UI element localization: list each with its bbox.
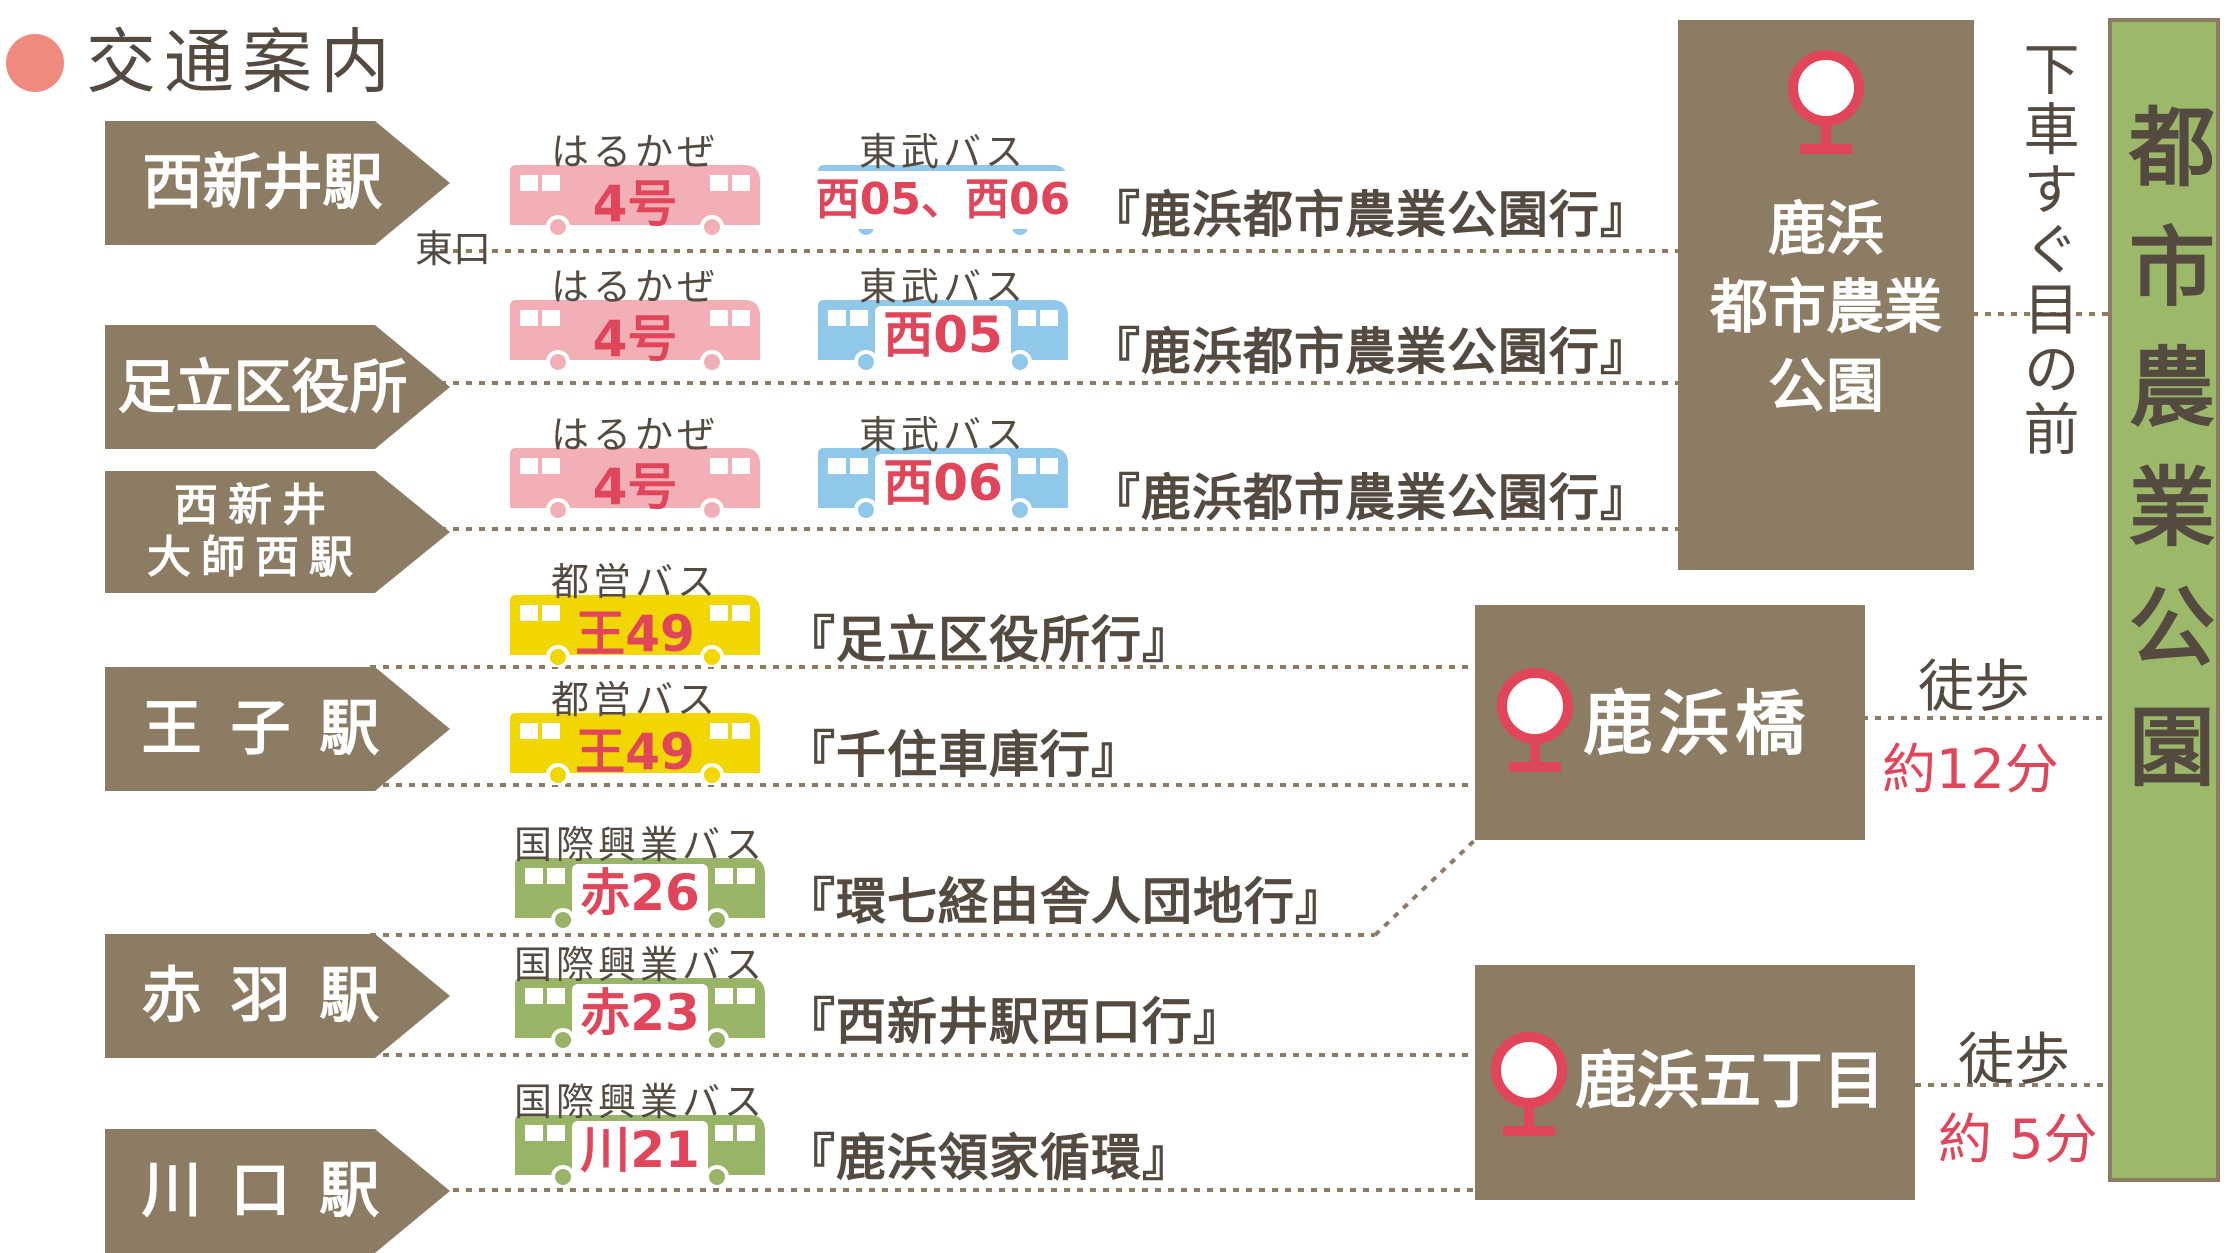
bus-operator: 東武バス xyxy=(858,130,1027,174)
route-destination: 『鹿浜領家循環』 xyxy=(785,1129,1193,1187)
bus-route-number: 王49 xyxy=(575,605,695,663)
stop-name: 鹿浜橋 xyxy=(1583,683,1811,765)
bus-icon xyxy=(510,448,760,520)
bus-stop-pin-icon xyxy=(1497,668,1573,772)
bus-operator: 東武バス xyxy=(858,265,1027,309)
station-arrow-shape xyxy=(105,121,450,245)
station-label: 赤 羽 駅 xyxy=(141,960,384,1031)
bus-route-number: 王49 xyxy=(575,723,695,781)
station-label: 西新井駅 xyxy=(142,147,383,218)
station-label: 川 口 駅 xyxy=(141,1155,384,1226)
bus-stop-pin-icon xyxy=(1491,1032,1567,1136)
station-oji: 王 子 駅 xyxy=(105,667,450,791)
station-label: 西新井 大師西駅 xyxy=(147,480,363,583)
bus-operator: はるかぜ xyxy=(550,265,719,309)
station-exit-label: 東口 xyxy=(415,227,492,271)
bus-toei: 都営バス 王49 xyxy=(510,560,760,667)
bus-operator: 国際興業バス xyxy=(513,823,766,867)
station-kawaguchi: 川 口 駅 xyxy=(105,1129,450,1253)
bus-operator: はるかぜ xyxy=(550,130,719,174)
title: 交通案内 xyxy=(0,0,460,103)
bus-harukaze: はるかぜ 4号 xyxy=(510,413,760,520)
bus-operator: 都営バス xyxy=(550,560,719,604)
stop-shikahama-bashi: 鹿浜橋 xyxy=(1475,605,1865,840)
route-destination: 『鹿浜都市農業公園行』 xyxy=(1090,323,1651,381)
route-destination: 『千住車庫行』 xyxy=(785,726,1142,784)
route-destination: 『鹿浜都市農業公園行』 xyxy=(1090,469,1651,527)
bus-route-number: 4号 xyxy=(592,458,678,516)
bus-route-number: 川21 xyxy=(515,1115,765,1185)
bus-stop-pin-icon xyxy=(1788,50,1864,154)
bus-route-number: 西06 xyxy=(818,448,1068,518)
walk-label: 徒歩 xyxy=(1918,655,2030,720)
destination-label: 都市農業公園 xyxy=(2113,102,2214,822)
bus-icon xyxy=(510,713,760,785)
destination-park: 都市農業公園 xyxy=(2108,18,2220,1182)
station-akabane: 赤 羽 駅 xyxy=(105,934,450,1058)
bus-tobu: 東武バス 西06 xyxy=(818,413,1068,520)
bus-icon xyxy=(510,300,760,372)
stop-shikahama-gochome: 鹿浜五丁目 xyxy=(1475,965,1915,1200)
station-label: 王 子 駅 xyxy=(141,693,384,764)
bus-route-number: 赤26 xyxy=(515,858,765,928)
walk-time: 約12分 xyxy=(1882,738,2059,801)
bus-toei: 都営バス 王49 xyxy=(510,678,760,785)
bus-kokusai: 国際興業バス 赤23 xyxy=(514,943,765,1050)
bus-operator: 都営バス xyxy=(550,678,719,722)
route-destination: 『西新井駅西口行』 xyxy=(785,993,1244,1051)
station-nishiarai: 西新井駅 xyxy=(105,121,450,245)
bus-operator: はるかぜ xyxy=(550,413,719,457)
bus-operator: 東武バス xyxy=(858,413,1027,457)
walk-label: 徒歩 xyxy=(1958,1028,2070,1093)
route-destination: 『足立区役所行』 xyxy=(785,611,1193,669)
bus-harukaze: はるかぜ 4号 xyxy=(510,265,760,372)
station-adachi-kuyakusho: 足立区役所 xyxy=(105,325,450,449)
bus-tobu: 東武バス 西05、西06 xyxy=(807,130,1079,237)
bus-operator: 国際興業バス xyxy=(513,943,766,987)
bus-route-number: 西05、西06 xyxy=(807,165,1079,235)
access-note-right-in-front: 下車すぐ目の前 xyxy=(2014,40,2079,460)
title-bullet-icon xyxy=(6,34,64,92)
bus-kokusai: 国際興業バス 赤26 xyxy=(514,823,765,930)
page-title: 交通案内 xyxy=(86,21,398,103)
station-arrow-shape xyxy=(105,471,450,593)
walk-time: 約 5分 xyxy=(1938,1108,2098,1171)
station-arrow-shape xyxy=(105,934,450,1058)
station-arrow-shape xyxy=(105,1129,450,1253)
bus-kokusai: 国際興業バス 川21 xyxy=(514,1080,765,1187)
bus-route-number: 赤23 xyxy=(515,978,765,1048)
stop-shikahama-toshinogyo-koen: 鹿浜 都市農業 公園 xyxy=(1678,20,1974,570)
station-arrow-shape xyxy=(105,325,450,449)
bus-tobu: 東武バス 西05 xyxy=(818,265,1068,372)
bus-route-number: 西05 xyxy=(818,300,1068,370)
station-nishiarai-daishinishi: 西新井 大師西駅 xyxy=(105,471,450,593)
bus-operator: 国際興業バス xyxy=(513,1080,766,1124)
route-destination: 『鹿浜都市農業公園行』 xyxy=(1090,186,1651,244)
stop-name: 鹿浜 都市農業 公園 xyxy=(1709,195,1942,420)
bus-route-number: 4号 xyxy=(592,310,678,368)
station-label: 足立区役所 xyxy=(117,352,408,421)
bus-harukaze: はるかぜ 4号 xyxy=(510,130,760,237)
bus-route-number: 4号 xyxy=(592,175,678,233)
bus-icon xyxy=(510,165,760,237)
station-arrow-shape xyxy=(105,667,450,791)
stop-name: 鹿浜五丁目 xyxy=(1575,1044,1886,1117)
route-destination: 『環七経由舎人団地行』 xyxy=(785,873,1346,931)
bus-icon xyxy=(510,595,760,667)
